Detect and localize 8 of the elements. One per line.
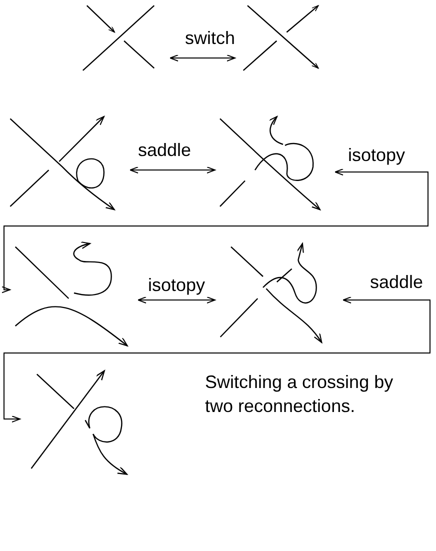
double-arrow (4, 296, 430, 423)
double-arrow (2, 168, 428, 294)
edge-label: isotopy (348, 145, 406, 165)
caption: Switching a crossing by two reconnections. (205, 371, 394, 418)
double-arrow (170, 54, 236, 62)
edge-label: isotopy (148, 275, 206, 295)
double-arrow (138, 296, 216, 304)
double-arrow (130, 166, 216, 174)
